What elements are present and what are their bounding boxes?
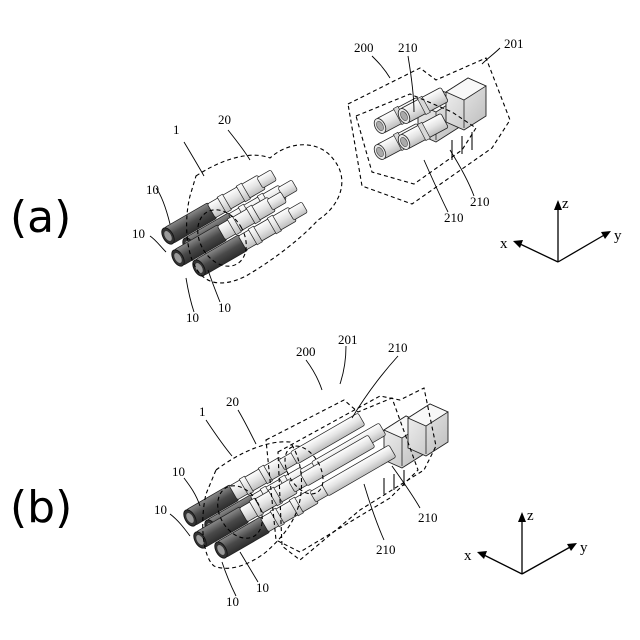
ref-10-3-b: 10	[256, 580, 269, 595]
axis-y-label-a: y	[614, 228, 622, 244]
leader-210-right-a	[450, 150, 474, 196]
axis-x-label-a: x	[500, 236, 508, 252]
ref-20-a: 20	[218, 112, 231, 127]
ref-10-3-a: 10	[218, 300, 231, 315]
ref-10-2-b: 10	[154, 502, 167, 517]
ref-210-bottom-b: 210	[376, 542, 396, 557]
axis-triad-a: z y x	[500, 196, 622, 262]
leader-10-4-a	[186, 278, 194, 312]
leader-20-a	[228, 130, 250, 160]
leader-201-b	[340, 346, 346, 384]
ref-10-4-b: 10	[226, 594, 239, 609]
panel-label-a: (a)	[10, 192, 71, 243]
panel-a: (a)	[10, 36, 622, 325]
ref-10-4-a: 10	[186, 310, 199, 325]
ref-200-a: 200	[354, 40, 374, 55]
ref-20-b: 20	[226, 394, 239, 409]
mated-assembly-b	[181, 404, 448, 560]
ref-210-right-b: 210	[418, 510, 438, 525]
ref-10-2-a: 10	[132, 226, 145, 241]
leader-10-1-b	[184, 478, 200, 506]
leader-10-3-b	[240, 552, 258, 582]
leader-210-bottom-b	[364, 484, 384, 540]
axis-x-label-b: x	[464, 548, 472, 564]
ref-1-b: 1	[199, 404, 206, 419]
axis-z-label-b: z	[527, 508, 534, 524]
ref-200-b: 200	[296, 344, 316, 359]
ref-201-b: 201	[338, 332, 358, 347]
leader-201-a	[482, 48, 500, 64]
ref-210-top-a: 210	[398, 40, 418, 55]
leader-200-a	[372, 56, 390, 78]
leader-20-b	[238, 410, 256, 444]
ref-201-a: 201	[504, 36, 524, 51]
leader-1-b	[206, 420, 232, 456]
ref-210-right-a: 210	[470, 194, 490, 209]
panel-b: (b)	[10, 332, 588, 609]
ref-210-top-b: 210	[388, 340, 408, 355]
axis-y-label-b: y	[580, 540, 588, 556]
ref-10-1-b: 10	[172, 464, 185, 479]
plug-connector-a	[159, 167, 309, 278]
leader-210-top-b	[352, 356, 398, 418]
axis-z-label-a: z	[562, 196, 569, 212]
ref-210-bottom-a: 210	[444, 210, 464, 225]
ref-1-a: 1	[173, 122, 180, 137]
leader-10-3-a	[208, 270, 220, 302]
ref-10-1-a: 10	[146, 182, 159, 197]
leader-1-a	[184, 142, 204, 176]
axis-triad-b: z y x	[464, 508, 588, 574]
leader-200-b	[306, 360, 322, 390]
receptacle-connector-a	[371, 78, 486, 162]
panel-label-b: (b)	[10, 482, 72, 533]
